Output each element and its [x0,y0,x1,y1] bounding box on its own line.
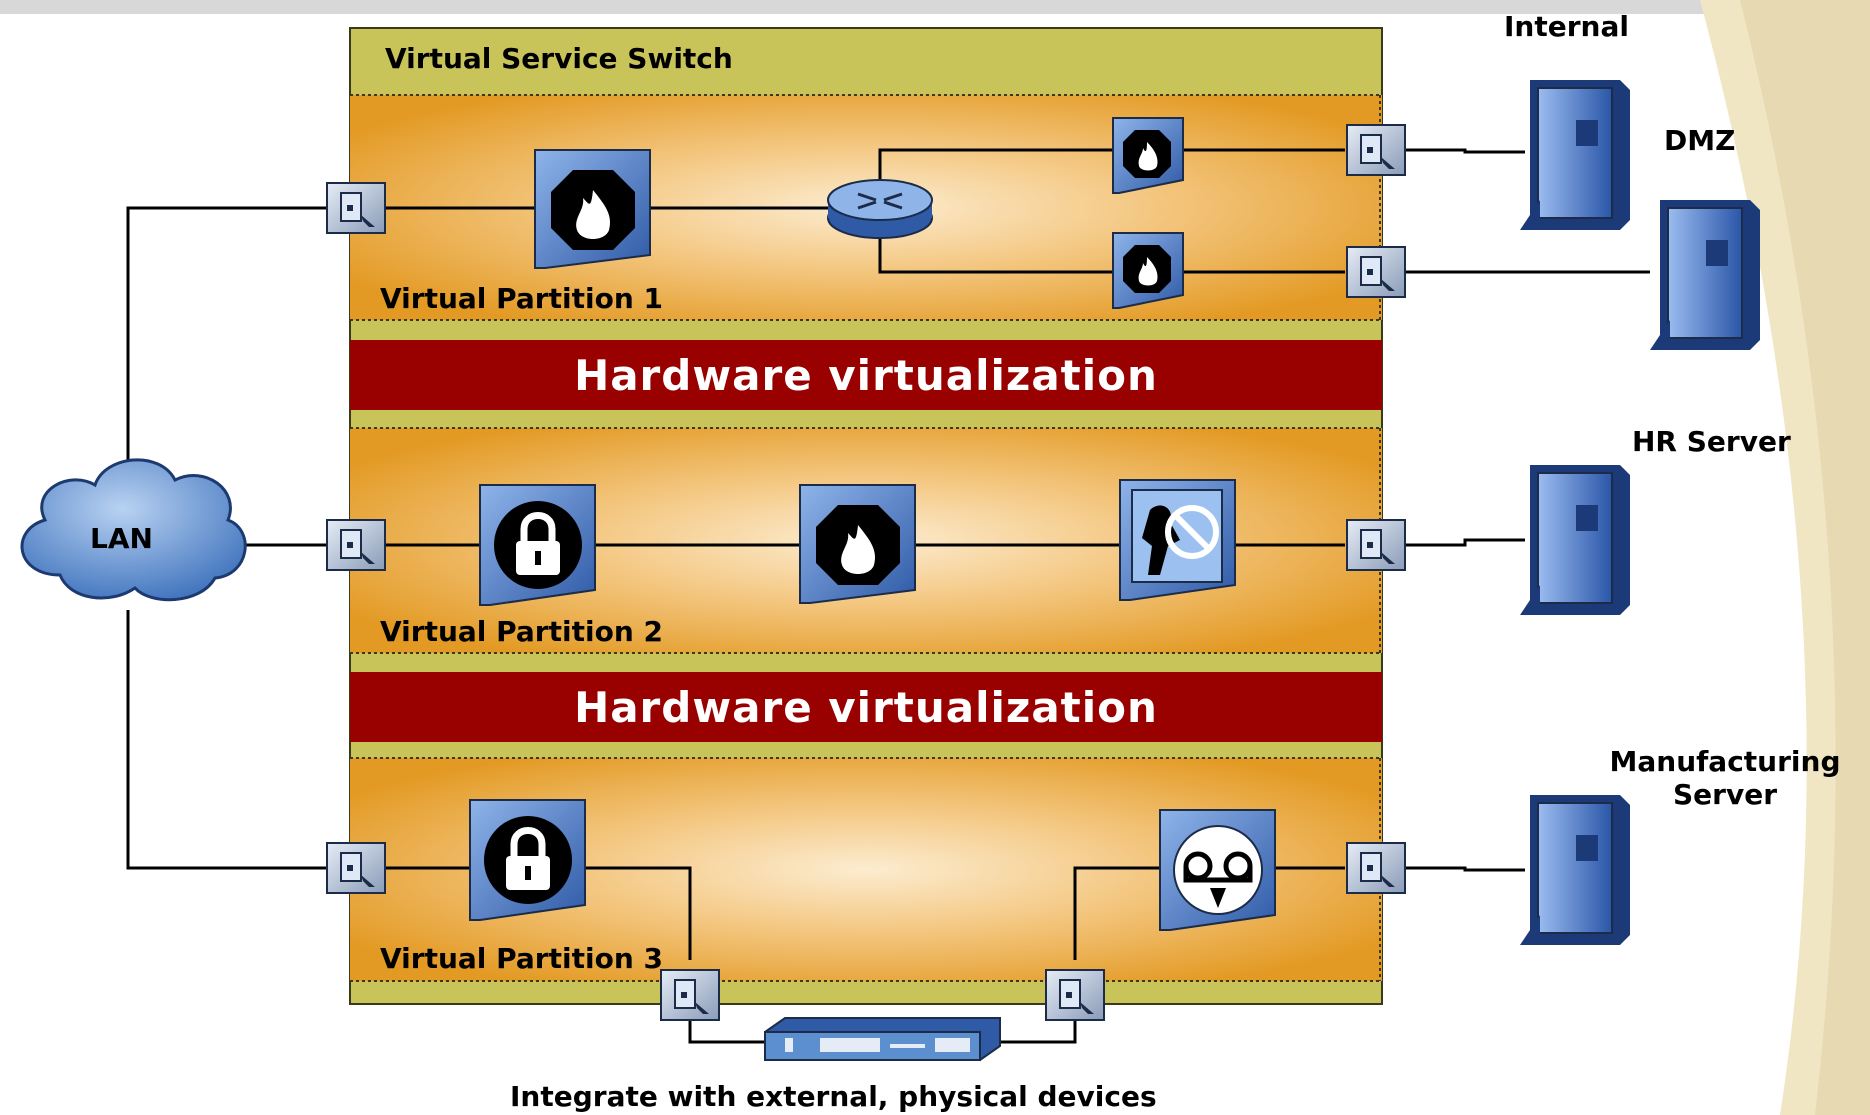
manufacturing-server-label-line1: Manufacturing [1609,745,1841,778]
network-port-icon [1346,124,1406,176]
partition-2-label: Virtual Partition 2 [380,615,663,648]
server-icon [1520,80,1630,230]
server-icon [1520,465,1630,615]
server-icon [1650,200,1760,350]
firewall-icon [1112,232,1184,309]
network-port-icon [660,969,720,1021]
switch-title: Virtual Service Switch [385,42,733,75]
footer-caption: Integrate with external, physical device… [510,1080,1157,1113]
cloud-icon [20,458,247,602]
dmz-server-label: DMZ [1664,124,1736,157]
network-port-icon [1045,969,1105,1021]
network-port-icon [326,842,386,894]
network-port-icon [326,519,386,571]
background-swoosh-inner [1740,0,1870,1115]
lock-icon [479,484,596,606]
internal-server-label: Internal [1504,10,1629,43]
network-port-icon [1346,842,1406,894]
firewall-icon [799,484,916,604]
manufacturing-server-label: Manufacturing Server [1590,745,1860,811]
hardware-bar-1 [350,340,1382,410]
lock-icon [469,799,586,921]
partition-3-label: Virtual Partition 3 [380,942,663,975]
hardware-virtualization-label: Hardware virtualization [574,351,1158,400]
physical-switch-icon [764,1017,1001,1061]
top-strip [0,0,1870,14]
manufacturing-server-label-line2: Server [1672,778,1777,811]
network-ports [326,124,1406,1021]
hardware-bar-2 [350,672,1382,742]
server-icon [1520,795,1630,945]
lan-label: LAN [90,522,153,555]
network-port-icon [1346,519,1406,571]
hardware-virtualization-label: Hardware virtualization [574,683,1158,732]
firewall-icon [1112,117,1184,194]
intrusion-prevention-icon [1119,479,1236,601]
partition-1-label: Virtual Partition 1 [380,282,663,315]
network-port-icon [326,182,386,234]
firewall-icon [534,149,651,269]
router-icon [827,179,933,239]
network-port-icon [1346,246,1406,298]
load-balancer-icon [1159,809,1276,931]
hr-server-label: HR Server [1632,425,1791,458]
connection-lines [126,148,1650,1044]
